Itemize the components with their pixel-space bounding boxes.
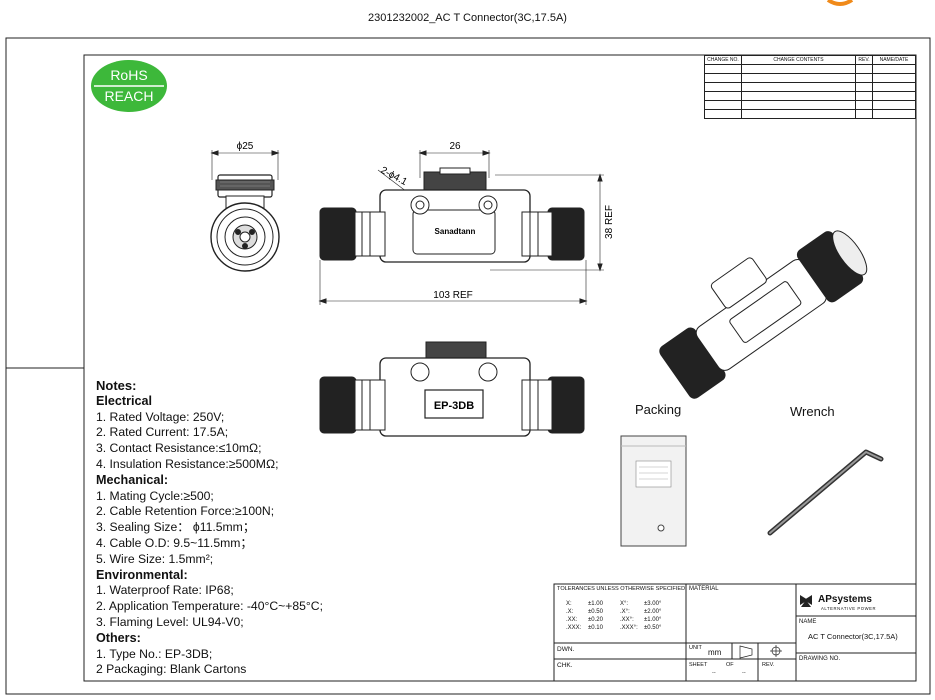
sheet-total: -- bbox=[742, 670, 746, 676]
tol-val: ±0.20 bbox=[588, 617, 603, 623]
document-title: 2301232002_AC T Connector(3C,17.5A) bbox=[368, 12, 567, 24]
dim-length: 103 REF bbox=[433, 290, 472, 301]
sheet-label: SHEET bbox=[689, 662, 708, 668]
tol-val: ±0.50 bbox=[588, 609, 603, 615]
note-item: 1. Mating Cycle:≥500; bbox=[96, 488, 214, 503]
dim-diameter: ϕ25 bbox=[237, 141, 254, 152]
brand-mark: Sanadtann bbox=[435, 227, 476, 236]
note-item: 3. Sealing Size： ϕ11.5mm； bbox=[96, 520, 256, 535]
rev-col-change-contents: CHANGE CONTENTS bbox=[741, 55, 856, 65]
of-label: OF bbox=[726, 662, 734, 668]
rohs-reach-badge: RoHS REACH bbox=[91, 60, 167, 112]
tolerance-header: TOLERANCES UNLESS OTHERWISE SPECIFIED bbox=[557, 586, 686, 592]
name-label: NAME bbox=[799, 619, 817, 625]
wrench-label: Wrench bbox=[790, 404, 835, 419]
notes-section: Notes: Electrical 1. Rated Voltage: 250V… bbox=[96, 378, 416, 678]
tol-val: ±0.10 bbox=[588, 625, 603, 631]
corner-mark bbox=[826, 0, 854, 6]
rohs-text: RoHS bbox=[110, 67, 147, 83]
tol-key: .X°: bbox=[620, 609, 630, 615]
rev-col-rev: REV. bbox=[855, 55, 873, 65]
note-item: 2 Packaging: Blank Cartons bbox=[96, 662, 247, 677]
revision-table: CHANGE NO. CHANGE CONTENTS REV. NAME/DAT… bbox=[704, 55, 916, 119]
unit-label: UNIT bbox=[689, 645, 702, 651]
outer-frame bbox=[5, 37, 931, 695]
note-item: 2. Rated Current: 17.5A; bbox=[96, 425, 229, 440]
tol-key: .XX°: bbox=[620, 617, 634, 623]
chk-label: CHK. bbox=[557, 662, 573, 669]
packing-label: Packing bbox=[635, 402, 682, 417]
title-block bbox=[553, 583, 917, 682]
note-item: 4. Cable O.D: 9.5~11.5mm； bbox=[96, 535, 253, 550]
packing-bag bbox=[620, 435, 687, 547]
notes-heading-environmental: Environmental: bbox=[96, 567, 188, 582]
notes-heading-mechanical: Mechanical: bbox=[96, 472, 169, 487]
note-item: 2. Cable Retention Force:≥100N; bbox=[96, 504, 275, 519]
dwn-label: DWN. bbox=[557, 646, 575, 653]
dim-width-top: 26 bbox=[449, 141, 461, 152]
rev-label: REV. bbox=[762, 662, 775, 668]
tol-val: ±1.00 bbox=[588, 601, 603, 607]
note-item: 3. Flaming Level: UL94-V0; bbox=[96, 614, 244, 629]
tol-key: .XXX: bbox=[566, 625, 582, 631]
note-item: 1. Type No.: EP-3DB; bbox=[96, 646, 213, 661]
rev-col-name-date: NAME/DATE bbox=[872, 55, 916, 65]
dim-holes: 2-ϕ4.1 bbox=[379, 165, 410, 188]
note-item: 3. Contact Resistance:≤10mΩ; bbox=[96, 441, 262, 456]
tol-val: ±3.00° bbox=[644, 601, 662, 607]
note-item: 4. Insulation Resistance:≥500MΩ; bbox=[96, 456, 279, 471]
front-view bbox=[318, 150, 604, 305]
dim-height: 38 REF bbox=[604, 205, 615, 239]
isometric-view bbox=[659, 230, 868, 399]
brand-name: APsystems bbox=[818, 594, 872, 605]
note-item: 1. Waterproof Rate: IP68; bbox=[96, 583, 234, 598]
notes-heading-others: Others: bbox=[96, 630, 141, 645]
tolerance-table: X: ±1.00 X°: ±3.00° .X: ±0.50 .X°: ±2.00° .XX:… bbox=[566, 600, 661, 632]
back-view bbox=[319, 341, 585, 437]
rev-col-change-no: CHANGE NO. bbox=[704, 55, 742, 65]
material-label: MATERIAL bbox=[689, 586, 719, 592]
tol-key: .XXX°: bbox=[620, 625, 638, 631]
model-label: EP-3DB bbox=[434, 400, 474, 412]
side-view bbox=[210, 150, 280, 272]
note-item: 5. Wire Size: 1.5mm²; bbox=[96, 551, 214, 566]
tol-key: X: bbox=[566, 601, 572, 607]
note-item: 1. Rated Voltage: 250V; bbox=[96, 409, 225, 424]
note-item: 2. Application Temperature: -40°C~+85°C; bbox=[96, 599, 323, 614]
tol-key: X°: bbox=[620, 601, 629, 607]
notes-heading-electrical: Electrical bbox=[96, 393, 153, 408]
tol-val: ±2.00° bbox=[644, 609, 662, 615]
wrench bbox=[767, 449, 884, 536]
tol-key: .X: bbox=[566, 609, 574, 615]
drawing-no-label: DRAWING NO. bbox=[799, 656, 841, 662]
brand-subtitle: ALTERNATIVE POWER bbox=[821, 606, 877, 611]
tol-val: ±1.00° bbox=[644, 617, 662, 623]
reach-text: REACH bbox=[104, 88, 153, 104]
sheet-number: -- bbox=[712, 670, 716, 676]
tol-val: ±0.50° bbox=[644, 625, 662, 631]
unit-value: mm bbox=[708, 648, 722, 657]
name-value: AC T Connector(3C,17.5A) bbox=[808, 632, 898, 641]
apsystems-logo-icon bbox=[800, 595, 812, 607]
notes-title: Notes: bbox=[96, 378, 137, 393]
tol-key: .XX: bbox=[566, 617, 578, 623]
